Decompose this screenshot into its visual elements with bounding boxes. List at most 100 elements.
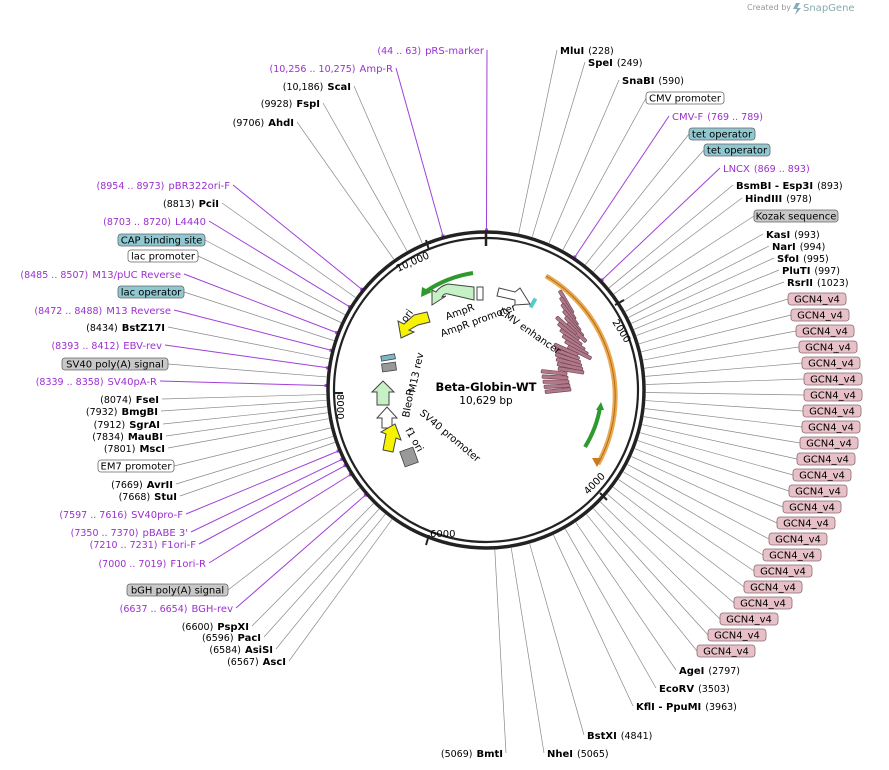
sv40pa-r-text: (8339 .. 8358) SV40pA-R	[36, 372, 157, 389]
leader-line	[643, 330, 797, 361]
gcn4-v4-feature: GCN4_v4	[803, 388, 863, 402]
bsmbi-esp3i-name: BsmBI - Esp3I	[736, 181, 813, 192]
gcn4-v4-box	[796, 452, 856, 466]
gcn4-v4-box	[787, 292, 847, 306]
gcn4-v4-feature: GCN4_v4	[798, 340, 858, 354]
em7-promoter-box-label: EM7 promoter	[101, 462, 173, 473]
leader-line	[395, 67, 444, 237]
snabi-text: SnaBI (590)	[622, 71, 684, 88]
mauri-label: (7834) MauBI	[92, 432, 163, 443]
leader-line	[167, 363, 327, 378]
ampr-arrow-icon	[431, 283, 475, 306]
leader-line	[227, 487, 360, 591]
ecorv-text: EcoRV (3503)	[659, 679, 730, 696]
leader-line	[167, 418, 329, 449]
fspi-label: (9928) FspI	[261, 94, 320, 111]
cmv-f-name: CMV-F	[672, 112, 703, 123]
lncx-label: LNCX (869 .. 893)	[723, 159, 810, 176]
plasmid-name: Beta-Globin-WT	[435, 380, 536, 394]
tick-label-8000: 8000	[334, 394, 345, 419]
leader-line	[275, 514, 386, 650]
sv40pro-f-position: (7597 .. 7616)	[59, 510, 127, 521]
stui-text: (7668) StuI	[119, 487, 177, 504]
rsrii-name: RsrII	[787, 278, 813, 289]
leader-line	[645, 392, 805, 396]
primer-site-marker	[441, 234, 445, 238]
leader-lines	[159, 49, 805, 754]
ebv-rev-text: (8393 .. 8412) EBV-rev	[51, 336, 162, 353]
l4440-label: (8703 .. 8720) L4440	[103, 217, 206, 228]
leader-line	[585, 133, 690, 265]
pbr322ori-f-position: (8954 .. 8973)	[97, 181, 165, 192]
ahdi-text: (9706) AhdI	[233, 113, 294, 130]
prs-marker-label: (44 .. 63) pRS-marker	[377, 46, 485, 57]
leader-line	[620, 215, 755, 304]
leader-line	[164, 344, 328, 369]
avrii-label: (7669) AvrII	[111, 475, 173, 492]
leader-line	[575, 522, 677, 671]
leader-line	[631, 456, 778, 524]
leader-line	[644, 408, 803, 428]
bstxi-position: (4841)	[621, 731, 653, 742]
map-feature-label-bleor: BleoR	[401, 388, 417, 418]
fsei-text: (8074) FseI	[100, 390, 159, 407]
bgh-polya-signal-feature: bGH poly(A) signal	[126, 583, 229, 597]
sv40pa-r-position: (8339 .. 8358)	[36, 377, 104, 388]
lncx-text: LNCX (869 .. 893)	[723, 159, 810, 176]
pbabe-3-text: (7350 .. 7370) pBABE 3'	[71, 523, 188, 540]
leader-line	[160, 399, 327, 412]
kozak-sequence-box	[753, 209, 839, 223]
paci-position: (6596)	[202, 633, 234, 644]
cmv-enhancer-arrow-icon	[496, 287, 531, 306]
gcn4-v4-label: GCN4_v4	[808, 359, 854, 370]
fspi-name: FspI	[296, 99, 320, 110]
leader-line	[179, 442, 335, 497]
gcn4-v4-box	[801, 356, 861, 370]
prs-marker-name: pRS-marker	[425, 46, 485, 57]
nhei-text: NheI (5065)	[547, 744, 609, 761]
sgrai-name: SgrAI	[129, 420, 160, 431]
msci-label: (7801) MscI	[104, 444, 165, 455]
leader-line	[645, 362, 803, 377]
lac-operator-mini-icon	[380, 353, 396, 362]
gcn4-v4-feature: GCN4_v4	[801, 420, 861, 434]
ecorv-label: EcoRV (3503)	[659, 679, 730, 696]
cmv-f-position: (769 .. 789)	[707, 112, 763, 123]
gcn4-v4-label: GCN4_v4	[797, 311, 843, 322]
fspi-text: (9928) FspI	[261, 94, 320, 111]
tick-label-10000: 10,000	[395, 250, 431, 274]
leader-line	[167, 326, 330, 360]
gcn4-inner-segment	[540, 369, 568, 376]
kfli-ppumi-position: (3963)	[705, 702, 737, 713]
em7-promoter-box	[97, 459, 175, 473]
gcn4-v4-feature: GCN4_v4	[788, 484, 848, 498]
leader-line	[593, 508, 709, 636]
leader-line	[608, 184, 734, 289]
gcn4-v4-box	[776, 516, 836, 530]
leader-line	[600, 501, 721, 620]
plut1-name: PluTI	[782, 266, 810, 277]
bmti-label: (5069) BmtI	[441, 749, 503, 760]
snabi-label: SnaBI (590)	[622, 71, 684, 88]
gcn4-v4-box	[792, 468, 852, 482]
gcn4-v4-feature: GCN4_v4	[768, 532, 828, 546]
avrii-text: (7669) AvrII	[111, 475, 173, 492]
agei-label: AgeI (2797)	[679, 666, 740, 677]
f1ori-f-label: (7210 .. 7231) F1ori-F	[90, 540, 197, 551]
leader-line	[607, 493, 735, 604]
sgrai-position: (7912)	[94, 420, 126, 431]
hindiii-name: HindIII	[745, 194, 782, 205]
m13-puc-reverse-position: (8485 .. 8507)	[20, 270, 88, 281]
asisi-label: (6584) AsiSI	[209, 645, 273, 656]
fsei-label: (8074) FseI	[100, 390, 159, 407]
lac-promoter-box	[127, 249, 199, 263]
gcn4-v4-label: GCN4_v4	[703, 647, 749, 658]
leader-line	[173, 427, 331, 467]
gcn4-v4-label: GCN4_v4	[808, 423, 854, 434]
pbabe-3-position: (7350 .. 7370)	[71, 528, 139, 539]
gcn4-v4-box	[743, 580, 803, 594]
sv40pa-r-label: (8339 .. 8358) SV40pA-R	[36, 372, 157, 389]
ahdi-position: (9706)	[233, 118, 265, 129]
orange-arc-arrowhead	[592, 458, 602, 467]
